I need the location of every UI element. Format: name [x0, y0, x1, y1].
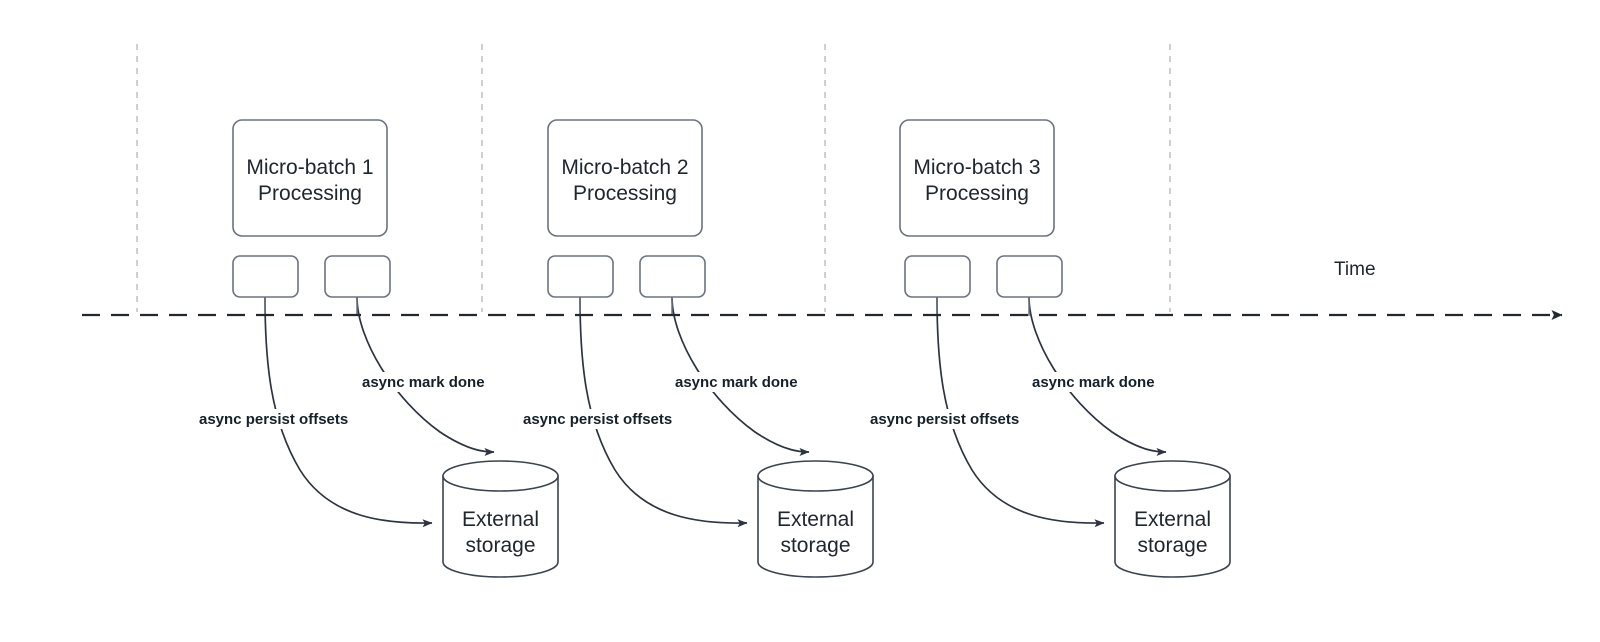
- persist-task-box-1[interactable]: [232, 255, 299, 298]
- batch-boundary-ticks: [136, 44, 1171, 312]
- external-storage-label-1-line1: External: [462, 508, 539, 531]
- mark-done-label-bg-1: [358, 372, 503, 392]
- external-storage-label-3-line1: External: [1134, 508, 1211, 531]
- external-storage-1[interactable]: External storage: [442, 460, 559, 578]
- group-1: Micro-batch 1 Processing External storag…: [195, 119, 559, 578]
- mark-done-arrow-1: [356, 296, 495, 456]
- mark-done-label-bg-2: [671, 372, 816, 392]
- persist-label-bg-1: [195, 409, 375, 429]
- micro-batch-label-1-line2: Processing: [258, 182, 362, 205]
- mark-done-task-box-2[interactable]: [639, 255, 706, 298]
- group-3: Micro-batch 3 Processing External storag…: [866, 119, 1231, 578]
- persist-offsets-label-3: async persist offsets: [870, 411, 1019, 428]
- persist-task-box-2[interactable]: [547, 255, 614, 298]
- mark-done-arrow-2: [671, 296, 810, 456]
- persist-offsets-label-2: async persist offsets: [523, 411, 672, 428]
- micro-batch-label-1-line1: Micro-batch 1: [246, 156, 373, 179]
- persist-offsets-label-1: async persist offsets: [199, 411, 348, 428]
- time-axis-label: Time: [1334, 259, 1376, 280]
- external-storage-label-1-line2: storage: [465, 534, 535, 557]
- external-storage-2[interactable]: External storage: [757, 460, 874, 578]
- persist-offsets-arrow-1: [264, 296, 433, 528]
- external-storage-3[interactable]: External storage: [1114, 460, 1231, 578]
- micro-batch-label-3-line2: Processing: [925, 182, 1029, 205]
- micro-batch-label-2-line2: Processing: [573, 182, 677, 205]
- external-storage-label-2-line2: storage: [780, 534, 850, 557]
- micro-batch-processing-box-1[interactable]: [232, 119, 388, 237]
- external-storage-label-2-line1: External: [777, 508, 854, 531]
- mark-done-task-box-1[interactable]: [324, 255, 391, 298]
- persist-label-bg-2: [519, 409, 699, 429]
- persist-offsets-arrow-2: [579, 296, 748, 528]
- mark-done-task-box-3[interactable]: [996, 255, 1063, 298]
- micro-batch-processing-box-3[interactable]: [899, 119, 1055, 237]
- mark-done-label-1: async mark done: [362, 374, 485, 391]
- mark-done-label-2: async mark done: [675, 374, 798, 391]
- external-storage-label-3-line2: storage: [1137, 534, 1207, 557]
- persist-task-box-3[interactable]: [904, 255, 971, 298]
- persist-label-bg-3: [866, 409, 1046, 429]
- micro-batch-label-3-line1: Micro-batch 3: [913, 156, 1040, 179]
- mark-done-label-bg-3: [1028, 372, 1173, 392]
- group-2: Micro-batch 2 Processing External storag…: [519, 119, 874, 578]
- mark-done-arrow-3: [1028, 296, 1167, 456]
- micro-batch-processing-box-2[interactable]: [547, 119, 703, 237]
- micro-batch-label-2-line1: Micro-batch 2: [561, 156, 688, 179]
- persist-offsets-arrow-3: [936, 296, 1105, 528]
- mark-done-label-3: async mark done: [1032, 374, 1155, 391]
